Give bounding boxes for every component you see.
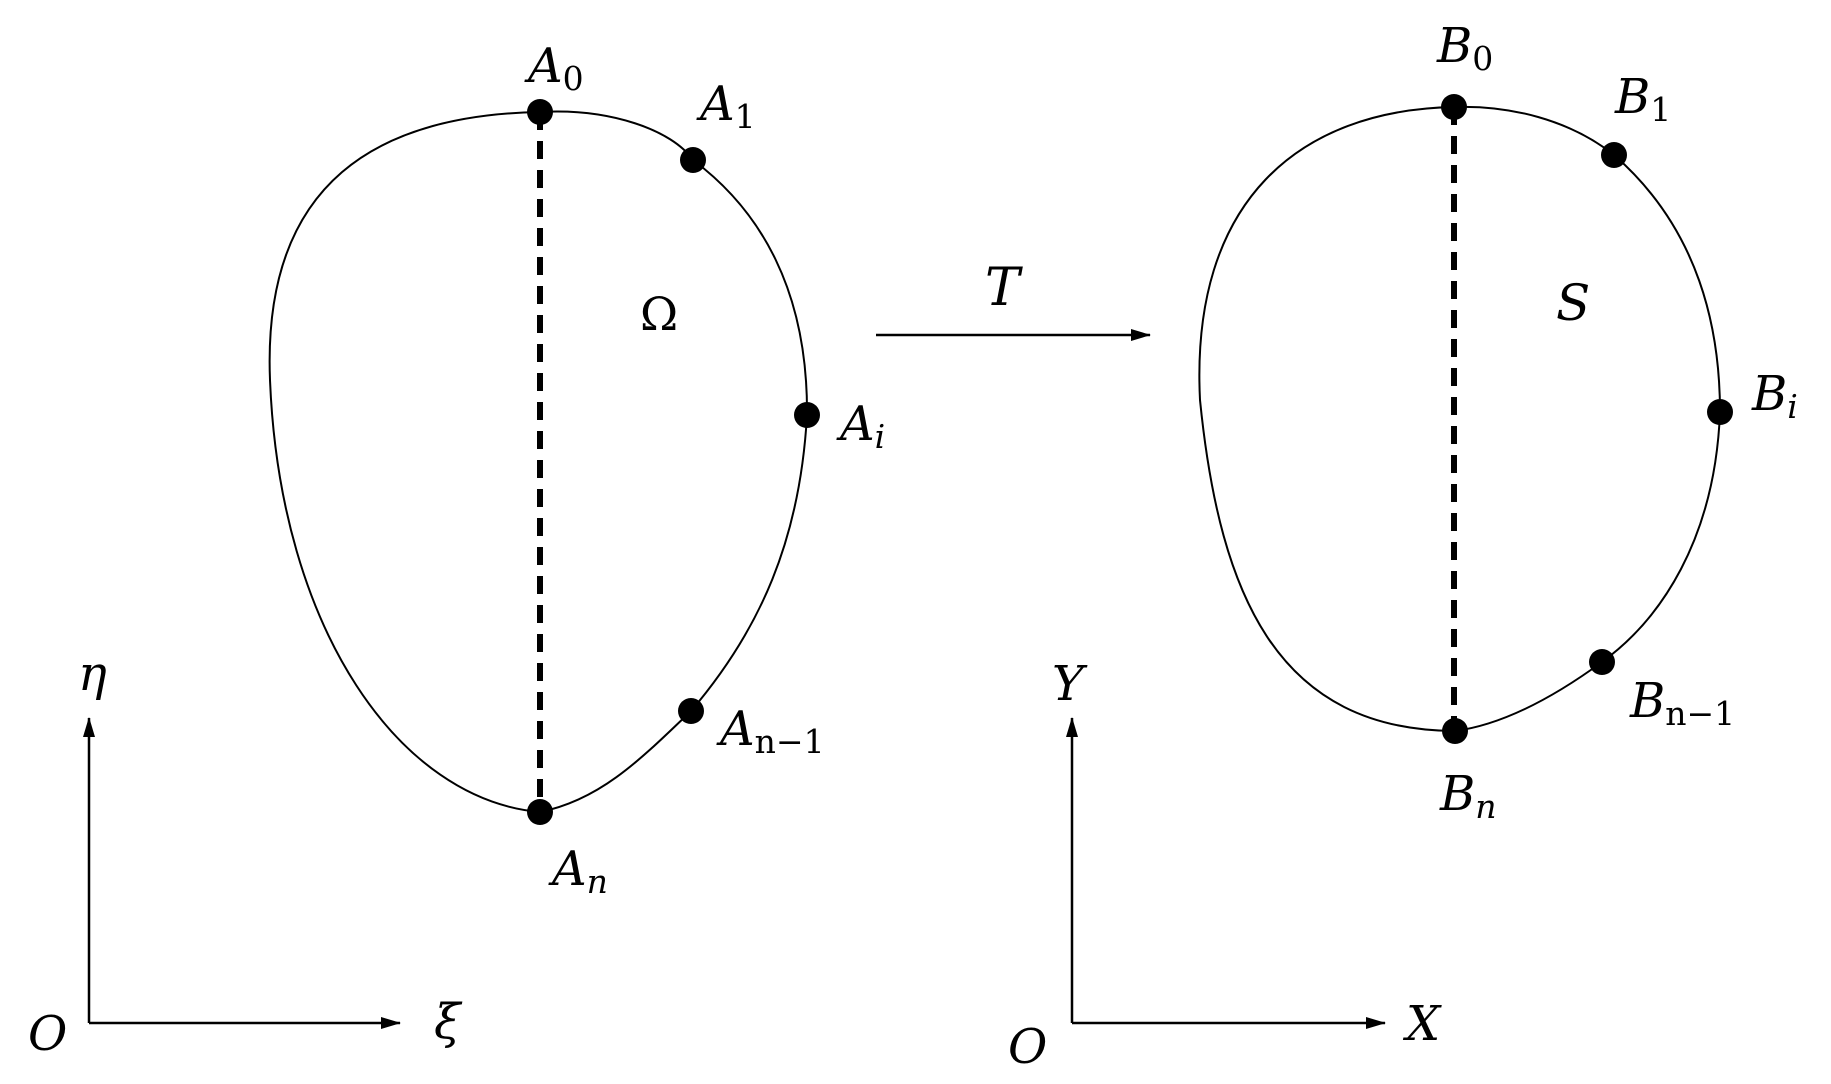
point-B0 <box>1441 94 1467 120</box>
mapping-arrow: T <box>876 258 1151 341</box>
xi-label: ξ <box>434 994 463 1050</box>
label-An: An <box>548 841 608 901</box>
label-Bn-1: Bn−1 <box>1629 673 1735 733</box>
omega-boundary-curve <box>268 110 809 814</box>
label-An-1: An−1 <box>716 701 825 761</box>
right-figure: B0 B1 Bi Bn−1 Bn S <box>1198 18 1798 826</box>
label-A0: A0 <box>524 38 584 98</box>
label-Bi: Bi <box>1751 366 1798 426</box>
point-An <box>527 799 553 825</box>
point-A1 <box>680 147 706 173</box>
point-B1 <box>1601 142 1627 168</box>
region-label-omega: Ω <box>640 287 678 341</box>
label-B0: B0 <box>1436 18 1493 78</box>
x-label: X <box>1402 996 1442 1052</box>
left-axes: O ξ η <box>28 646 463 1062</box>
right-axes: O X Y <box>1008 656 1442 1075</box>
s-boundary-curve <box>1198 105 1722 733</box>
label-B1: B1 <box>1614 69 1671 129</box>
label-Bn: Bn <box>1439 766 1497 826</box>
point-An-1 <box>678 698 704 724</box>
left-figure: A0 A1 Ai An−1 An Ω <box>268 38 885 901</box>
y-label: Y <box>1052 656 1088 712</box>
point-Bn-1 <box>1589 649 1615 675</box>
eta-label: η <box>78 646 107 702</box>
point-Ai <box>794 402 820 428</box>
region-label-s: S <box>1556 274 1590 332</box>
right-origin-label: O <box>1008 1019 1047 1075</box>
label-A1: A1 <box>696 76 756 136</box>
label-Ai: Ai <box>836 396 885 456</box>
left-origin-label: O <box>28 1006 67 1062</box>
point-Bi <box>1707 399 1733 425</box>
point-Bn <box>1442 718 1468 744</box>
point-A0 <box>527 99 553 125</box>
mapping-label-T: T <box>985 258 1023 318</box>
